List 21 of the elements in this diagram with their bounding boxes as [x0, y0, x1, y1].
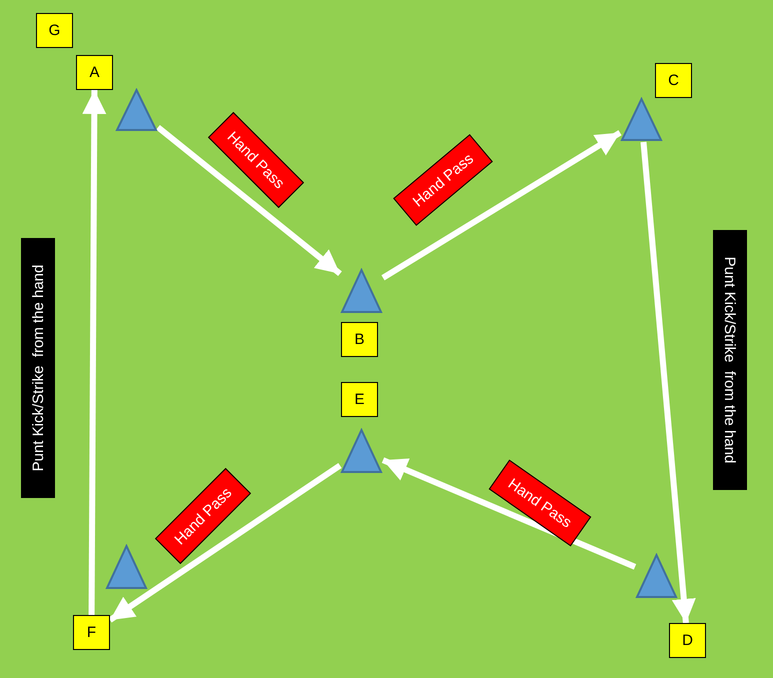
- arrow: [82, 90, 106, 616]
- edge-label: Punt Kick/Strike from the hand: [713, 230, 747, 490]
- cone-marker: [635, 553, 678, 599]
- letter-label: E: [341, 382, 378, 417]
- cone-marker: [340, 268, 383, 314]
- cone-marker: [105, 544, 148, 590]
- cone-marker: [340, 428, 383, 474]
- letter-label: A: [76, 55, 113, 90]
- arrow: [381, 130, 622, 280]
- cone-marker: [115, 88, 158, 132]
- arrow: [108, 462, 342, 623]
- arrow: [156, 124, 342, 276]
- letter-label: B: [341, 322, 378, 357]
- letter-label: F: [73, 615, 110, 650]
- letter-label: D: [669, 623, 706, 658]
- edge-label: Punt Kick/Strike from the hand: [21, 238, 55, 498]
- letter-label: C: [655, 63, 692, 98]
- cone-marker: [620, 97, 663, 142]
- letter-label: G: [36, 13, 73, 48]
- arrow: [382, 457, 636, 570]
- arrow: [640, 142, 696, 624]
